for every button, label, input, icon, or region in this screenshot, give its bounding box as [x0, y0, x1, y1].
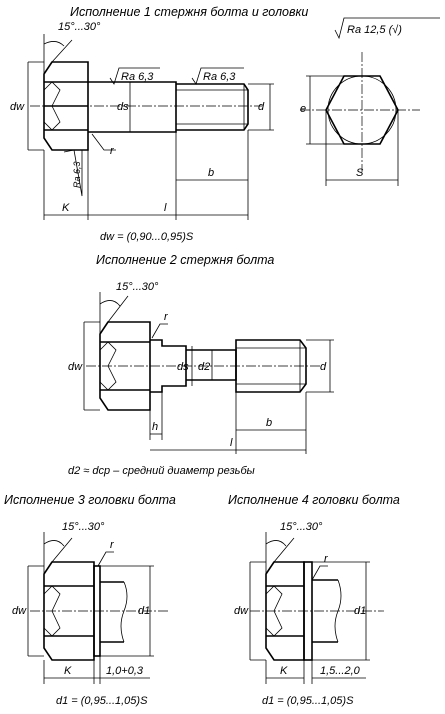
- v1-angle-lines: [43, 34, 73, 74]
- roughness-general-sign: [334, 17, 440, 40]
- v2-b-label: b: [266, 417, 272, 429]
- v1-angle-label: 15°...30°: [58, 21, 101, 33]
- v1-thread-outline: [176, 83, 249, 131]
- v1-ds-label: ds: [117, 101, 129, 113]
- v1-ra2-sign: [191, 67, 244, 85]
- v1-formula: dw = (0,90...0,95)S: [100, 231, 194, 243]
- v2-angle-label: 15°...30°: [116, 281, 159, 293]
- v1-head-chamfer: [43, 81, 61, 131]
- v2-d2-label: d2: [198, 361, 210, 373]
- v3-angle-label: 15°...30°: [62, 521, 105, 533]
- variant-4: Исполнение 4 головки болта 15°...30° r d…: [228, 493, 400, 707]
- v2-l-label: l: [230, 437, 233, 449]
- v2-reduced-shank: [186, 349, 237, 381]
- v1-ra3-sign: [63, 149, 83, 197]
- v1-k-label: K: [62, 202, 70, 214]
- v1-r-label: r: [110, 145, 115, 157]
- v1-angle-arc: [43, 41, 65, 47]
- v4-formula: d1 = (0,95...1,05)S: [262, 695, 354, 707]
- roughness-general-label: Ra 12,5 (√): [347, 24, 402, 36]
- variant-3: Исполнение 3 головки болта 15°...30° r d…: [4, 493, 176, 707]
- hex-circle: [327, 75, 397, 145]
- v4-dim-label: 1,5...2,0: [320, 665, 361, 677]
- v4-d1-label: d1: [354, 605, 366, 617]
- hex-e-label: e: [300, 103, 306, 115]
- v2-h-label: h: [152, 421, 158, 433]
- v1-ra3-label: Ra 6,3: [72, 161, 82, 188]
- v3-d1-label: d1: [138, 605, 150, 617]
- v1-shank: [88, 81, 177, 133]
- v4-dw-label: dw: [234, 605, 249, 617]
- v2-r-label: r: [164, 311, 169, 323]
- v1-l-label: l: [164, 202, 167, 214]
- v4-k-label: K: [280, 665, 288, 677]
- variant-2-title: Исполнение 2 стержня болта: [96, 253, 274, 267]
- v1-d-label: d: [258, 101, 265, 113]
- v1-ra1-sign: [109, 67, 160, 85]
- v1-ra1-label: Ra 6,3: [121, 71, 154, 83]
- v3-k-label: K: [64, 665, 72, 677]
- v1-dw-label: dw: [10, 101, 25, 113]
- v3-r-label: r: [110, 539, 115, 551]
- v3-dim-label: 1,0+0,3: [106, 665, 144, 677]
- v1-r-leader: [91, 133, 116, 151]
- v1-thread-minor: [176, 84, 248, 130]
- v3-formula: d1 = (0,95...1,05)S: [56, 695, 148, 707]
- v2-dw-label: dw: [68, 361, 83, 373]
- v1-ra2-label: Ra 6,3: [203, 71, 236, 83]
- variant-4-title: Исполнение 4 головки болта: [228, 493, 400, 507]
- variant-3-title: Исполнение 3 головки болта: [4, 493, 176, 507]
- v4-angle-label: 15°...30°: [280, 521, 323, 533]
- v2-formula: d2 ≈ dcp – средний диаметр резьбы: [68, 465, 255, 477]
- v3-dw-label: dw: [12, 605, 27, 617]
- v3-break-line: [120, 581, 128, 643]
- variant-1: Исполнение 1 стержня болта и головки Ra …: [10, 5, 440, 243]
- v4-r-label: r: [324, 553, 329, 565]
- variant-1-title: Исполнение 1 стержня болта и головки: [70, 5, 308, 19]
- v2-ds-label: ds: [177, 361, 189, 373]
- v1-b-label: b: [208, 167, 214, 179]
- variant-2: Исполнение 2 стержня болта 15°...30° r d…: [68, 253, 334, 477]
- v2-d-label: d: [320, 361, 327, 373]
- hex-s-label: S: [356, 167, 364, 179]
